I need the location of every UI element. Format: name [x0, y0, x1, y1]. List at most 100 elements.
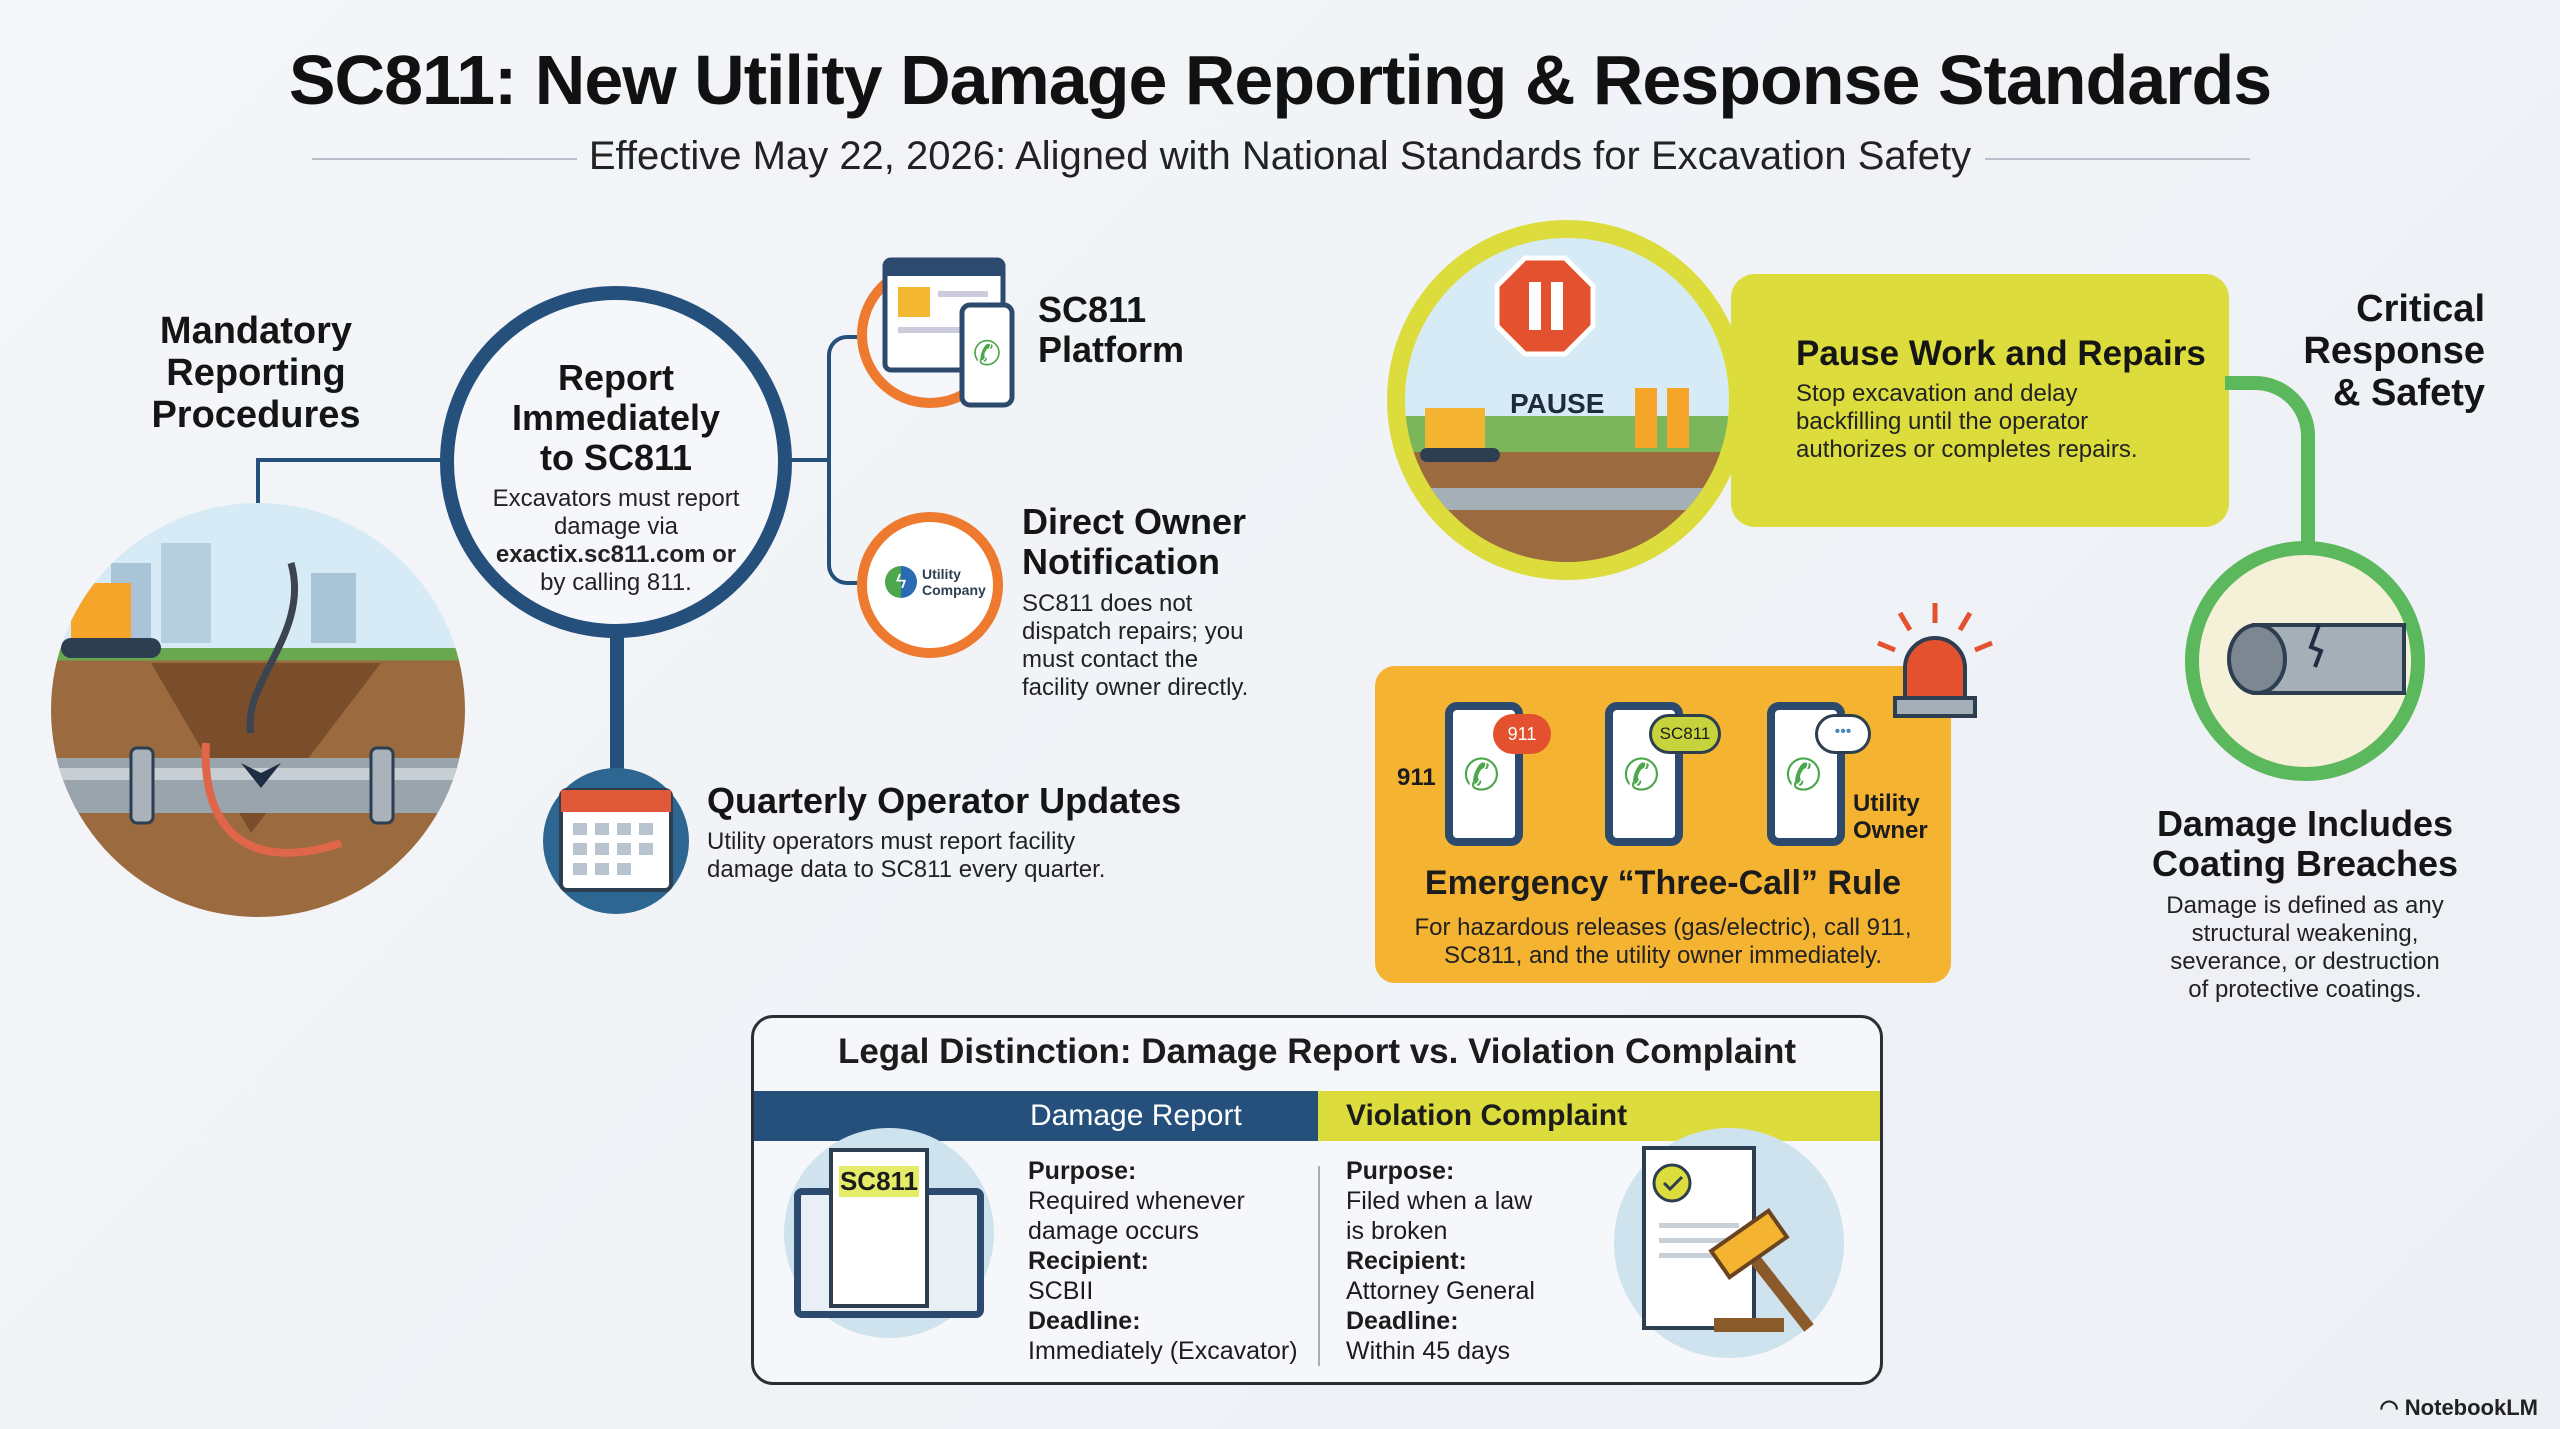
- purpose-value: damage occurs: [1028, 1217, 1199, 1245]
- pause-sign-label: PAUSE: [1510, 388, 1605, 419]
- logo-text: Company: [922, 582, 986, 598]
- damage-report-header: Damage Report: [754, 1091, 1318, 1141]
- desc-line: Stop excavation and delay: [1796, 380, 2078, 407]
- divider: [1985, 158, 2250, 160]
- logo-text: Utility: [922, 566, 961, 582]
- pause-scene-illustration: PAUSE: [1405, 238, 1729, 562]
- excavation-damage-illustration: [51, 503, 465, 917]
- pause-work-title: Pause Work and Repairs: [1796, 334, 2206, 373]
- legal-distinction-panel: Legal Distinction: Damage Report vs. Vio…: [751, 1015, 1883, 1385]
- web-and-phone-icon: ✆: [882, 257, 1015, 408]
- deadline-value: Within 45 days: [1346, 1337, 1510, 1365]
- calendar-icon: [559, 788, 673, 892]
- label-line: Utility: [1853, 790, 1920, 817]
- desc-line: Utility operators must report facility: [707, 828, 1076, 855]
- three-call-rule-card: 911 ✆ 911 ✆ SC811 ✆ ••• Utility Owner Em…: [1375, 666, 1951, 983]
- form-paper: SC811: [829, 1148, 929, 1308]
- purpose-label: Purpose:: [1346, 1157, 1455, 1185]
- purpose-value: Required whenever: [1028, 1187, 1245, 1215]
- coating-breaches-desc: Damage is defined as any structural weak…: [2105, 892, 2505, 1004]
- heading-line: Response: [2303, 330, 2485, 372]
- svg-text:✆: ✆: [973, 335, 1002, 373]
- report-desc-line: by calling 811.: [540, 569, 692, 596]
- owner-title-line: Notification: [1022, 541, 1220, 582]
- violation-complaint-details: Purpose: Filed when a law is broken Reci…: [1346, 1156, 1535, 1366]
- recipient-value: Attorney General: [1346, 1277, 1535, 1305]
- notebooklm-brand: ◠ NotebookLM: [2379, 1395, 2538, 1421]
- utility-company-logo: ϟ Utility Company: [857, 512, 1003, 658]
- recipient-label: Recipient:: [1346, 1247, 1467, 1275]
- report-title-line: Immediately: [511, 397, 721, 438]
- cracked-pipe-icon: [2185, 541, 2425, 781]
- gavel-document-icon: [1614, 1128, 1844, 1358]
- sc811-platform-label: SC811 Platform: [1038, 290, 1184, 370]
- call-911-label: 911: [1397, 764, 1436, 791]
- connector: [256, 460, 260, 505]
- owner-title-line: Direct Owner: [1022, 501, 1247, 542]
- label-line: Owner: [1853, 817, 1928, 844]
- violation-complaint-header-label: Violation Complaint: [1346, 1099, 1628, 1132]
- purpose-value: is broken: [1346, 1217, 1448, 1245]
- utility-owner-label: Utility Owner: [1853, 790, 1928, 844]
- pause-work-desc: Stop excavation and delay backfilling un…: [1796, 380, 2137, 464]
- quarterly-updates-desc: Utility operators must report facility d…: [707, 828, 1105, 884]
- recipient-value: SCBII: [1028, 1277, 1094, 1305]
- report-link-exactix[interactable]: exactix.sc811.com or: [495, 541, 737, 568]
- connector: [827, 335, 857, 585]
- desc-line: of protective coatings.: [2188, 976, 2422, 1003]
- chat-bubble-icon: •••: [1815, 714, 1871, 754]
- desc-line: For hazardous releases (gas/electric), c…: [1414, 914, 1912, 941]
- three-call-title: Emergency “Three-Call” Rule: [1424, 864, 1902, 902]
- title-line: Damage Includes: [2156, 803, 2454, 844]
- gavel-graphic: [1642, 1146, 1814, 1332]
- page-subtitle: Effective May 22, 2026: Aligned with Nat…: [588, 134, 1972, 178]
- calendar-icon-circle: [543, 768, 689, 914]
- desc-line: dispatch repairs; you: [1022, 618, 1244, 645]
- heading-line: Critical: [2356, 288, 2485, 330]
- heading-line: Reporting: [166, 352, 346, 394]
- bubble-sc811: SC811: [1649, 714, 1721, 754]
- desc-line: facility owner directly.: [1022, 674, 1249, 701]
- purpose-label: Purpose:: [1028, 1157, 1137, 1185]
- notebooklm-logo-icon: ◠: [2379, 1395, 2405, 1420]
- quarterly-updates-title: Quarterly Operator Updates: [707, 780, 1182, 821]
- heading-line: & Safety: [2332, 372, 2485, 414]
- sc811-form-label: SC811: [839, 1166, 919, 1197]
- desc-line: SC811 does not: [1022, 590, 1193, 617]
- deadline-label: Deadline:: [1346, 1307, 1459, 1335]
- connector: [256, 458, 446, 462]
- laptop-form-icon: SC811: [784, 1128, 994, 1338]
- stop-sign-icon: [1405, 255, 1729, 510]
- platform-title-line: Platform: [1038, 329, 1185, 370]
- desc-line: backfilling until the operator: [1796, 408, 2089, 435]
- desc-line: SC811, and the utility owner immediately…: [1444, 942, 1882, 969]
- page-title: SC811: New Utility Damage Reporting & Re…: [288, 41, 2272, 119]
- desc-line: severance, or destruction: [2170, 948, 2440, 975]
- mandatory-reporting-heading: Mandatory Reporting Procedures: [106, 310, 406, 436]
- deadline-label: Deadline:: [1028, 1307, 1141, 1335]
- title-line: Coating Breaches: [2151, 843, 2459, 884]
- heading-line: Procedures: [151, 394, 361, 436]
- desc-line: authorizes or completes repairs.: [1796, 436, 2138, 463]
- desc-line: structural weakening,: [2191, 920, 2419, 947]
- purpose-value: Filed when a law: [1346, 1187, 1533, 1215]
- critical-response-heading: Critical Response & Safety: [2185, 288, 2485, 414]
- lightning-icon: ϟ: [885, 566, 917, 598]
- recipient-label: Recipient:: [1028, 1247, 1149, 1275]
- deadline-value: Immediately (Excavator): [1028, 1337, 1298, 1365]
- desc-line: Damage is defined as any: [2166, 892, 2444, 919]
- report-immediately-node: Report Immediately to SC811 Excavators m…: [440, 286, 792, 638]
- legal-title: Legal Distinction: Damage Report vs. Vio…: [837, 1032, 1797, 1071]
- coating-breaches-title: Damage Includes Coating Breaches: [2105, 804, 2505, 884]
- report-title-line: Report: [558, 357, 674, 398]
- platform-title-line: SC811: [1038, 289, 1147, 330]
- damage-report-details: Purpose: Required whenever damage occurs…: [1028, 1156, 1298, 1366]
- connector: [790, 458, 830, 462]
- violation-complaint-header: Violation Complaint: [1318, 1091, 1880, 1141]
- desc-line: damage data to SC811 every quarter.: [707, 856, 1106, 883]
- heading-line: Mandatory: [159, 310, 353, 352]
- bubble-911: 911: [1493, 714, 1551, 754]
- direct-owner-title: Direct Owner Notification: [1022, 502, 1246, 582]
- damaged-pipe-icon: [51, 543, 465, 857]
- damage-report-header-label: Damage Report: [1030, 1099, 1242, 1132]
